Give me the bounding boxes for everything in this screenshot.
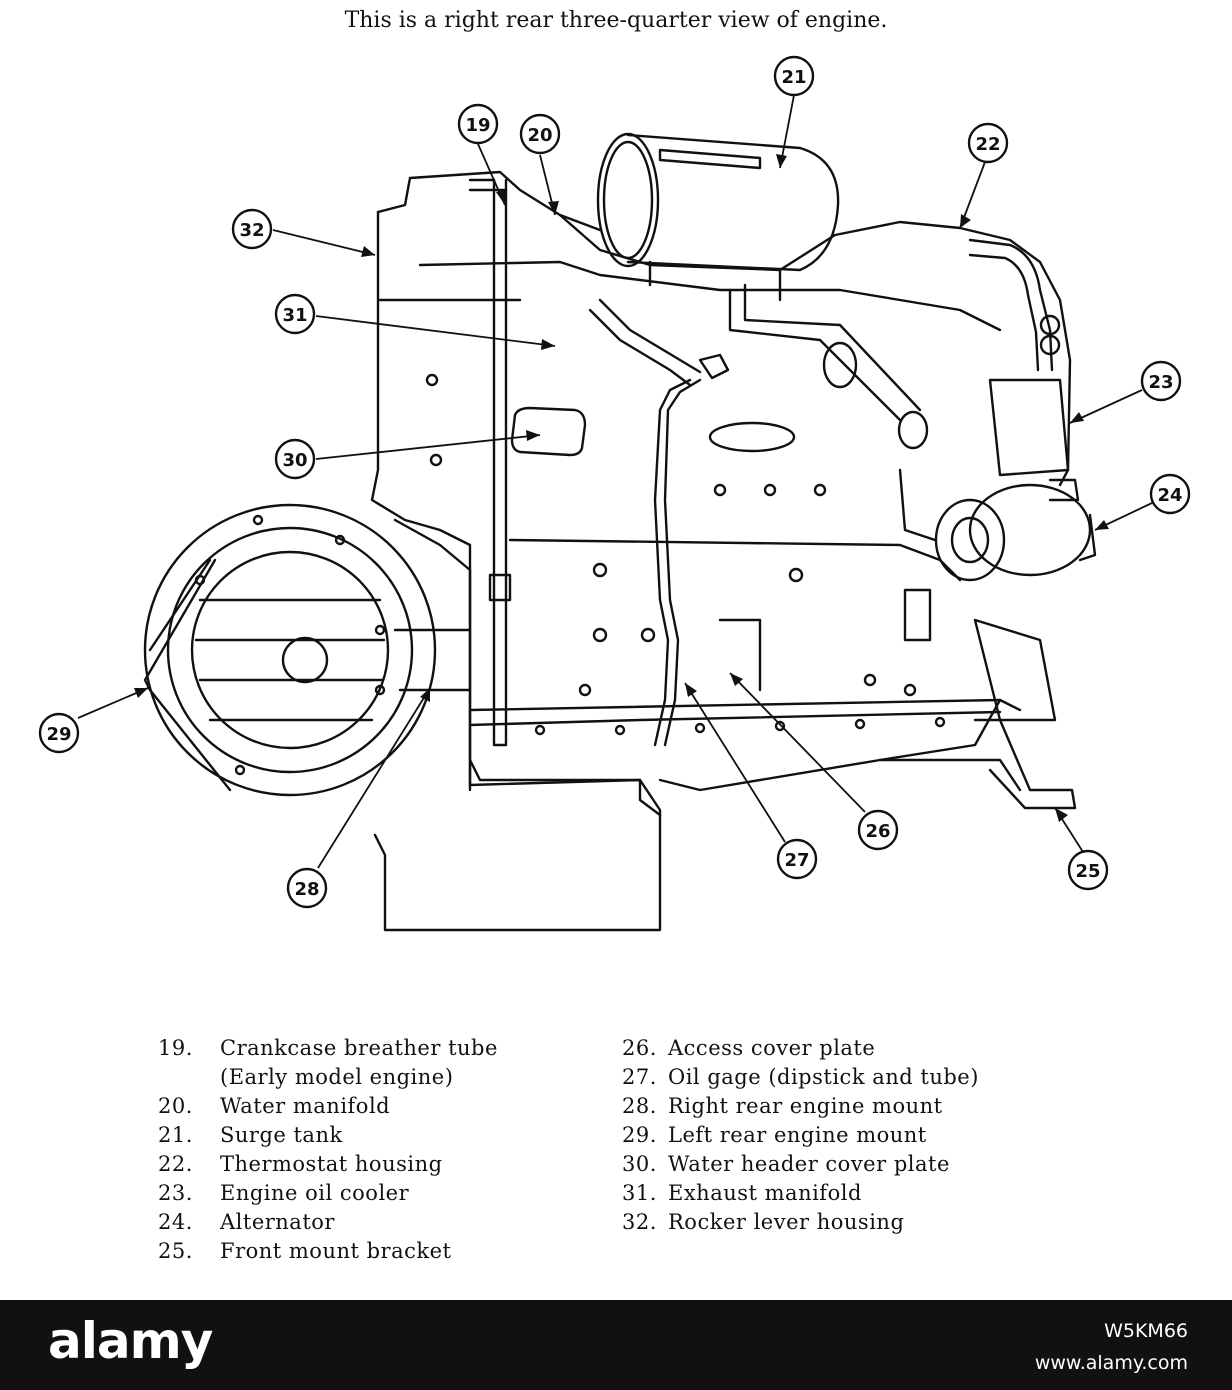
leader-line-26 bbox=[729, 672, 866, 813]
callout-32: 32 bbox=[231, 208, 273, 250]
legend-item-26: 26. Access cover plate bbox=[622, 1036, 979, 1065]
callout-24: 24 bbox=[1149, 473, 1191, 515]
callout-25: 25 bbox=[1067, 849, 1109, 891]
callout-29: 29 bbox=[38, 712, 80, 754]
site-url[interactable]: www.alamy.com bbox=[1034, 1352, 1188, 1374]
callout-27-number: 27 bbox=[784, 850, 809, 871]
legend-number: 29. bbox=[622, 1123, 657, 1147]
legend-label: Exhaust manifold bbox=[668, 1181, 862, 1205]
watermark-footer: alamy W5KM66 www.alamy.com bbox=[0, 1300, 1232, 1390]
legend-label: Front mount bracket bbox=[220, 1239, 452, 1263]
callout-30-number: 30 bbox=[282, 450, 307, 471]
legend-column-2: 26. Access cover plate 27. Oil gage (dip… bbox=[622, 1036, 979, 1239]
legend-item-19-continuation: (Early model engine) bbox=[158, 1065, 498, 1094]
legend-label: Surge tank bbox=[220, 1123, 343, 1147]
callout-24-number: 24 bbox=[1157, 485, 1182, 506]
leader-line-30 bbox=[315, 434, 541, 460]
legend-item-23: 23. Engine oil cooler bbox=[158, 1181, 498, 1210]
legend-item-24: 24. Alternator bbox=[158, 1210, 498, 1239]
legend-number: 30. bbox=[622, 1152, 657, 1176]
callouts: 19 20 21 22 23 24 25 26 bbox=[38, 55, 1191, 909]
alamy-logo[interactable]: alamy bbox=[48, 1312, 213, 1370]
callout-28: 28 bbox=[286, 867, 328, 909]
callout-19-number: 19 bbox=[465, 115, 490, 136]
legend-item-31: 31. Exhaust manifold bbox=[622, 1181, 979, 1210]
legend-number: 27. bbox=[622, 1065, 657, 1089]
legend-label: Right rear engine mount bbox=[668, 1094, 943, 1118]
callout-28-number: 28 bbox=[294, 879, 319, 900]
legend-column-1: 19. Crankcase breather tube (Early model… bbox=[158, 1036, 498, 1268]
legend-number: 19. bbox=[158, 1036, 193, 1060]
legend-item-19: 19. Crankcase breather tube bbox=[158, 1036, 498, 1065]
legend-item-28: 28. Right rear engine mount bbox=[622, 1094, 979, 1123]
legend-item-27: 27. Oil gage (dipstick and tube) bbox=[622, 1065, 979, 1094]
legend-label: Left rear engine mount bbox=[668, 1123, 927, 1147]
engine-drawing bbox=[143, 132, 1097, 932]
legend-number: 23. bbox=[158, 1181, 193, 1205]
legend-item-20: 20. Water manifold bbox=[158, 1094, 498, 1123]
leader-lines bbox=[77, 94, 1153, 869]
callout-20: 20 bbox=[519, 113, 561, 155]
leader-line-32 bbox=[272, 229, 376, 256]
legend-number: 26. bbox=[622, 1036, 657, 1060]
callout-22-number: 22 bbox=[975, 134, 1000, 155]
callout-26-number: 26 bbox=[865, 821, 890, 842]
leader-line-31 bbox=[315, 315, 556, 347]
callout-26: 26 bbox=[857, 809, 899, 851]
engine-diagram: 19 20 21 22 23 24 25 26 bbox=[38, 55, 1191, 932]
callout-25-number: 25 bbox=[1075, 861, 1100, 882]
legend-number: 21. bbox=[158, 1123, 193, 1147]
legend-label: Water header cover plate bbox=[668, 1152, 950, 1176]
legend-label: Engine oil cooler bbox=[220, 1181, 410, 1205]
callout-31: 31 bbox=[274, 293, 316, 335]
diagram-caption: This is a right rear three-quarter view … bbox=[344, 8, 888, 33]
legend-item-32: 32. Rocker lever housing bbox=[622, 1210, 979, 1239]
legend-number: 28. bbox=[622, 1094, 657, 1118]
callout-21: 21 bbox=[773, 55, 815, 97]
callout-32-number: 32 bbox=[239, 220, 264, 241]
legend-number: 24. bbox=[158, 1210, 193, 1234]
leader-line-27 bbox=[684, 682, 786, 843]
legend-item-30: 30. Water header cover plate bbox=[622, 1152, 979, 1181]
image-id: W5KM66 bbox=[1104, 1320, 1188, 1342]
legend-label: Crankcase breather tube bbox=[220, 1036, 498, 1060]
leader-line-28 bbox=[317, 687, 431, 869]
callout-23-number: 23 bbox=[1148, 372, 1173, 393]
callout-31-number: 31 bbox=[282, 305, 307, 326]
legend-number: 22. bbox=[158, 1152, 193, 1176]
legend-item-22: 22. Thermostat housing bbox=[158, 1152, 498, 1181]
callout-19: 19 bbox=[457, 103, 499, 145]
callout-20-number: 20 bbox=[527, 125, 552, 146]
legend-number: 32. bbox=[622, 1210, 657, 1234]
legend-number: 31. bbox=[622, 1181, 657, 1205]
callout-30: 30 bbox=[274, 438, 316, 480]
leader-arrowheads bbox=[134, 154, 1109, 822]
legend-item-21: 21. Surge tank bbox=[158, 1123, 498, 1152]
legend-label: Thermostat housing bbox=[220, 1152, 443, 1176]
callout-29-number: 29 bbox=[46, 724, 71, 745]
callout-21-number: 21 bbox=[781, 67, 806, 88]
legend-label: (Early model engine) bbox=[220, 1065, 454, 1089]
legend-item-25: 25. Front mount bracket bbox=[158, 1239, 498, 1268]
legend-number: 20. bbox=[158, 1094, 193, 1118]
legend-label: Alternator bbox=[220, 1210, 335, 1234]
legend-item-29: 29. Left rear engine mount bbox=[622, 1123, 979, 1152]
callout-23: 23 bbox=[1140, 360, 1182, 402]
legend-label: Access cover plate bbox=[668, 1036, 876, 1060]
legend-number: 25. bbox=[158, 1239, 193, 1263]
legend-label: Rocker lever housing bbox=[668, 1210, 905, 1234]
legend-label: Oil gage (dipstick and tube) bbox=[668, 1065, 979, 1089]
callout-22: 22 bbox=[967, 122, 1009, 164]
callout-27: 27 bbox=[776, 838, 818, 880]
legend-label: Water manifold bbox=[220, 1094, 391, 1118]
